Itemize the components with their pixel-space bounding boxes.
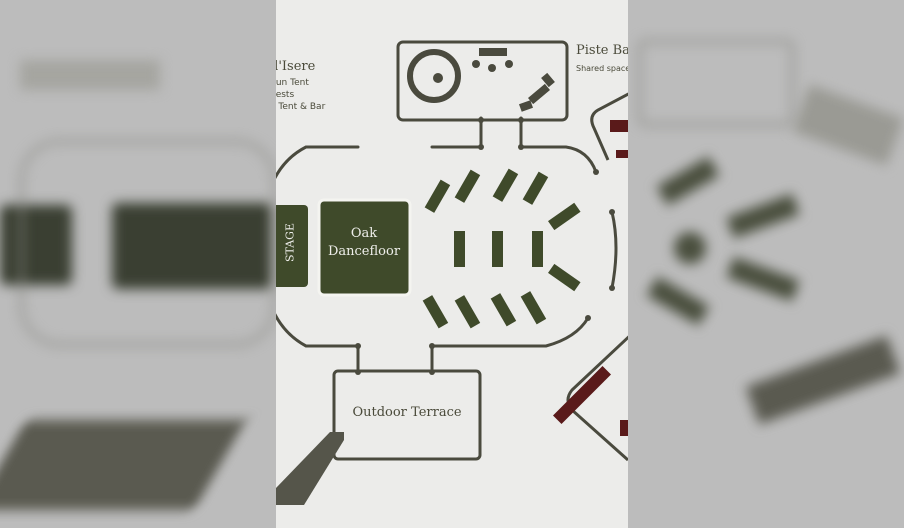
legend-line: uests [276, 90, 295, 100]
wall-node [593, 169, 599, 175]
dancefloor-area [317, 198, 412, 297]
sofa [528, 83, 550, 105]
blurred-shape [112, 203, 272, 289]
blurred-shape [726, 193, 800, 239]
wall-node [518, 144, 524, 150]
table [454, 231, 465, 267]
blurred-background-left [0, 0, 276, 528]
bar-counter [610, 120, 628, 132]
blurred-shape [20, 60, 160, 90]
piste-bar-furniture [407, 48, 555, 112]
round-table-centre [433, 73, 443, 83]
adjacent-tent-top [590, 92, 628, 161]
piste-bar-title: Piste Bar [576, 43, 628, 58]
bar-counter [553, 366, 611, 424]
stool [505, 60, 513, 68]
wall-node [609, 209, 615, 215]
armchair [518, 100, 534, 112]
wall-node [355, 343, 361, 349]
stage-label: STAGE [283, 222, 297, 263]
dancefloor-label-line: Oak [350, 226, 378, 241]
blurred-shape [745, 335, 901, 425]
table [520, 291, 547, 325]
access-path [276, 432, 344, 505]
armchair [541, 72, 555, 88]
tent-outline [519, 145, 598, 174]
legend-line: Run Tent [276, 78, 309, 88]
wall-node [355, 369, 361, 375]
tent-outline [610, 210, 618, 290]
wall-node [478, 144, 484, 150]
blurred-shape [726, 256, 800, 302]
wall-node [609, 285, 615, 291]
dancefloor-label-line: Dancefloor [327, 244, 401, 259]
blurred-shape [656, 156, 720, 206]
wall-node [478, 117, 484, 123]
table [522, 171, 549, 205]
tent-outline [430, 316, 590, 348]
table [422, 295, 449, 329]
wall-node [585, 315, 591, 321]
blurred-shape [792, 84, 904, 166]
wall-node [518, 117, 524, 123]
stage-area [276, 205, 308, 287]
table [492, 231, 503, 267]
outdoor-terrace-label: Outdoor Terrace [352, 405, 462, 420]
wall-node [429, 343, 435, 349]
tent-outline [276, 145, 360, 348]
blurred-shape [646, 276, 710, 326]
banquet-tables [422, 168, 581, 329]
round-table [407, 49, 461, 103]
table [548, 263, 581, 292]
table [454, 169, 481, 203]
table [548, 202, 581, 231]
wall-node [429, 369, 435, 375]
bar-counter [620, 420, 628, 436]
table [490, 293, 517, 327]
dancefloor-label: Oak Dancefloor [320, 225, 408, 261]
blurred-shape [20, 140, 276, 346]
stool [472, 60, 480, 68]
blurred-shape [0, 205, 72, 285]
table [424, 179, 451, 213]
floor-plan-drawing [276, 40, 628, 505]
blurred-shape [0, 420, 246, 510]
table [532, 231, 543, 267]
blurred-shape [674, 232, 706, 264]
stool [488, 64, 496, 72]
blurred-shape [638, 40, 794, 126]
legend-line: e Tent & Bar [276, 102, 326, 112]
bar-counter [616, 150, 628, 158]
venue-floor-plan: d'Isere Run Tent uests e Tent & Bar Pist… [276, 0, 628, 528]
piste-bar-subtitle: Shared space [576, 64, 628, 73]
table [492, 168, 519, 202]
bench [479, 48, 507, 56]
blurred-background-right [628, 0, 904, 528]
legend-title: d'Isere [276, 59, 316, 74]
table [454, 295, 481, 329]
outdoor-terrace-room [332, 369, 482, 461]
